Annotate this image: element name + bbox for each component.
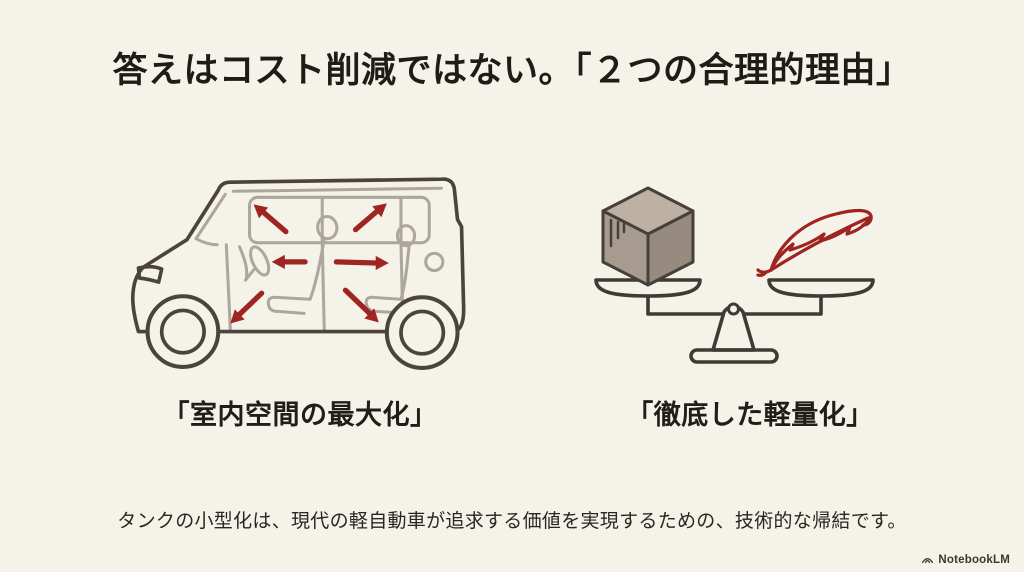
slide-title: 答えはコスト削減ではない。「２つの合理的理由」 [112, 51, 912, 90]
front-seat [266, 237, 326, 315]
notebooklm-watermark: NotebookLM [921, 553, 1010, 566]
right-pan [767, 278, 875, 298]
right-panel-caption: 「徹底した軽量化」 [626, 400, 874, 430]
footer-note: タンクの小型化は、現代の軽自動車が追求する価値を実現するための、技術的な帰結です… [117, 511, 907, 532]
balance-scale-svg [594, 186, 875, 364]
arrow-up-left-icon [261, 209, 289, 235]
pivot-hole [727, 302, 740, 316]
arrow-down-left-icon [236, 290, 265, 318]
headlight [136, 264, 164, 284]
fuel-cap [424, 251, 445, 273]
steering-wheel [249, 245, 271, 277]
kei-car-illustration [116, 164, 482, 379]
left-pan [594, 278, 702, 298]
wheels [145, 294, 460, 370]
arrow-up-right-icon [352, 208, 380, 233]
arrow-right-icon [333, 259, 379, 266]
front-seat-headrest [316, 215, 339, 241]
rear-seat [364, 244, 411, 314]
kei-car-svg [130, 177, 466, 370]
rear-seat-headrest [395, 224, 417, 248]
car-body-outline [130, 177, 466, 334]
scale-base [689, 348, 779, 364]
cube-icon [601, 186, 695, 287]
arrow-down-right-icon [342, 287, 373, 317]
balance-scale-illustration [578, 178, 910, 375]
expansion-arrows-icon [230, 203, 389, 324]
car-interior-lines [194, 186, 445, 332]
notebooklm-logo-icon [922, 558, 934, 564]
feather-icon [756, 208, 873, 277]
left-panel-caption: 「室内空間の最大化」 [162, 400, 438, 430]
watermark-label: NotebookLM [938, 553, 1010, 566]
